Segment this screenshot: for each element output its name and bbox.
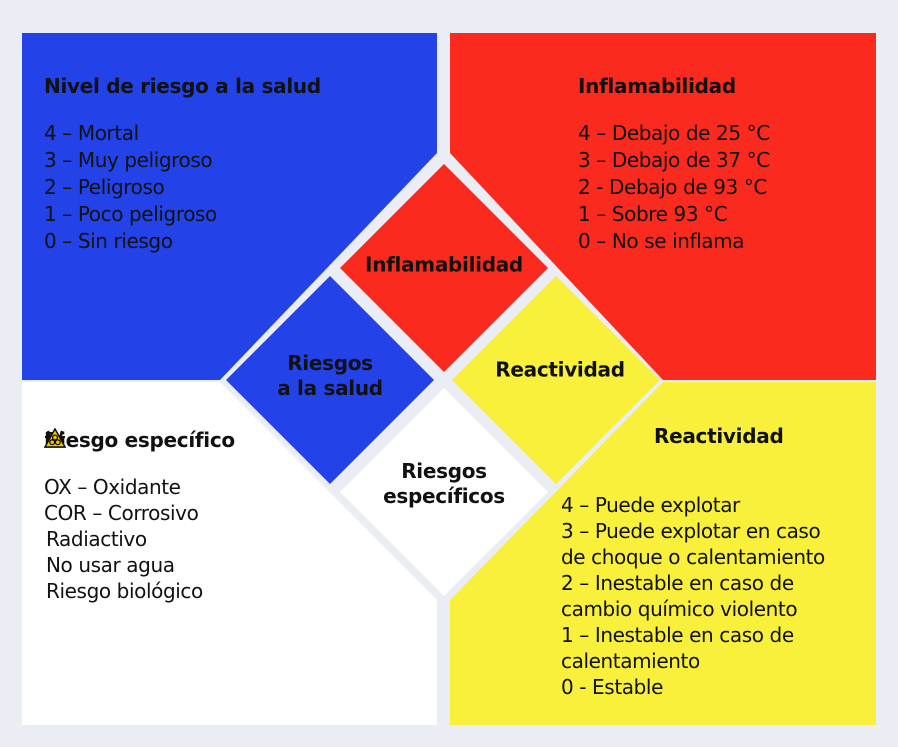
- diamond-flammability-label: Inflamabilidad: [365, 253, 523, 278]
- reactivity-level: 4 – Puede explotar: [561, 493, 740, 517]
- health-levels: 4 – Mortal 3 – Muy peligroso 2 – Peligro…: [44, 120, 321, 255]
- diamond-reactivity-text: Reactividad: [495, 357, 625, 382]
- reactivity-level: calentamiento: [561, 649, 700, 673]
- health-level: 2 – Peligroso: [44, 175, 165, 199]
- diamond-flammability-text: Inflamabilidad: [365, 252, 523, 277]
- diamond-health-text-line1: Riesgos: [287, 351, 373, 375]
- reactivity-level: cambio químico violento: [561, 597, 798, 621]
- diamond-flammability: [340, 164, 548, 372]
- reactivity-panel: [450, 382, 876, 725]
- health-level: 4 – Mortal: [44, 121, 139, 145]
- specific-panel: [22, 382, 437, 725]
- reactivity-level: 2 – Inestable en caso de: [561, 571, 794, 595]
- specific-hazard-text: OX – Oxidante: [44, 475, 181, 499]
- diamond-reactivity: [452, 276, 660, 484]
- diamond-health: [226, 276, 434, 484]
- specific-hazards: OX – Oxidante COR – Corrosivo Radiactivo: [44, 428, 235, 604]
- reactivity-title: Reactividad: [654, 424, 784, 448]
- health-panel: [22, 33, 437, 380]
- specific-hazard-item: COR – Corrosivo: [44, 500, 235, 526]
- health-level: 1 – Poco peligroso: [44, 202, 217, 226]
- flammability-level: 2 - Debajo de 93 °C: [578, 175, 767, 199]
- diamond-specific: [340, 388, 548, 596]
- health-panel-text: Nivel de riesgo a la salud 4 – Mortal 3 …: [44, 74, 321, 255]
- diamond-health-text-line2: a la salud: [277, 376, 383, 400]
- reactivity-panel-text: Reactividad 4 – Puede explotar 3 – Puede…: [561, 424, 825, 700]
- flammability-level: 1 – Sobre 93 °C: [578, 202, 728, 226]
- flammability-level: 3 – Debajo de 37 °C: [578, 148, 770, 172]
- reactivity-levels: 4 – Puede explotar 3 – Puede explotar en…: [561, 492, 825, 700]
- specific-panel-text: Riesgo específico OX – Oxidante COR – Co…: [44, 428, 235, 604]
- flammability-level: 4 – Debajo de 25 °C: [578, 121, 770, 145]
- specific-hazard-item: Radiactivo: [44, 428, 235, 552]
- specific-hazard-item: No usar agua: [44, 429, 235, 578]
- reactivity-level: 1 – Inestable en caso de: [561, 623, 794, 647]
- specific-hazard-text: COR – Corrosivo: [44, 501, 199, 525]
- flammability-panel-text: Inflamabilidad 4 – Debajo de 25 °C 3 – D…: [578, 74, 770, 255]
- specific-hazard-text: Radiactivo: [46, 527, 147, 551]
- health-level: 3 – Muy peligroso: [44, 148, 213, 172]
- diamond-reactivity-label: Reactividad: [495, 357, 625, 383]
- flammability-levels: 4 – Debajo de 25 °C 3 – Debajo de 37 °C …: [578, 120, 770, 255]
- specific-hazard-item: OX – Oxidante: [44, 474, 235, 500]
- reactivity-level: 0 - Estable: [561, 675, 663, 699]
- specific-title: Riesgo específico: [44, 428, 235, 452]
- reactivity-level: 3 – Puede explotar en caso: [561, 519, 821, 543]
- diamond-specific-text-line1: Riesgos: [401, 459, 487, 483]
- specific-hazard-text: Riesgo biológico: [46, 579, 203, 603]
- flammability-panel: [450, 33, 876, 380]
- diamond-specific-label: Riesgos específicos: [383, 459, 505, 509]
- flammability-title: Inflamabilidad: [578, 74, 736, 98]
- reactivity-level: de choque o calentamiento: [561, 545, 825, 569]
- flammability-level: 0 – No se inflama: [578, 229, 745, 253]
- health-level: 0 – Sin riesgo: [44, 229, 173, 253]
- health-title: Nivel de riesgo a la salud: [44, 74, 321, 98]
- diamond-specific-text-line2: específicos: [383, 484, 505, 508]
- specific-hazard-text: No usar agua: [46, 553, 175, 577]
- specific-hazard-item: Riesgo biológico: [44, 428, 235, 604]
- diamond-health-label: Riesgos a la salud: [277, 351, 383, 401]
